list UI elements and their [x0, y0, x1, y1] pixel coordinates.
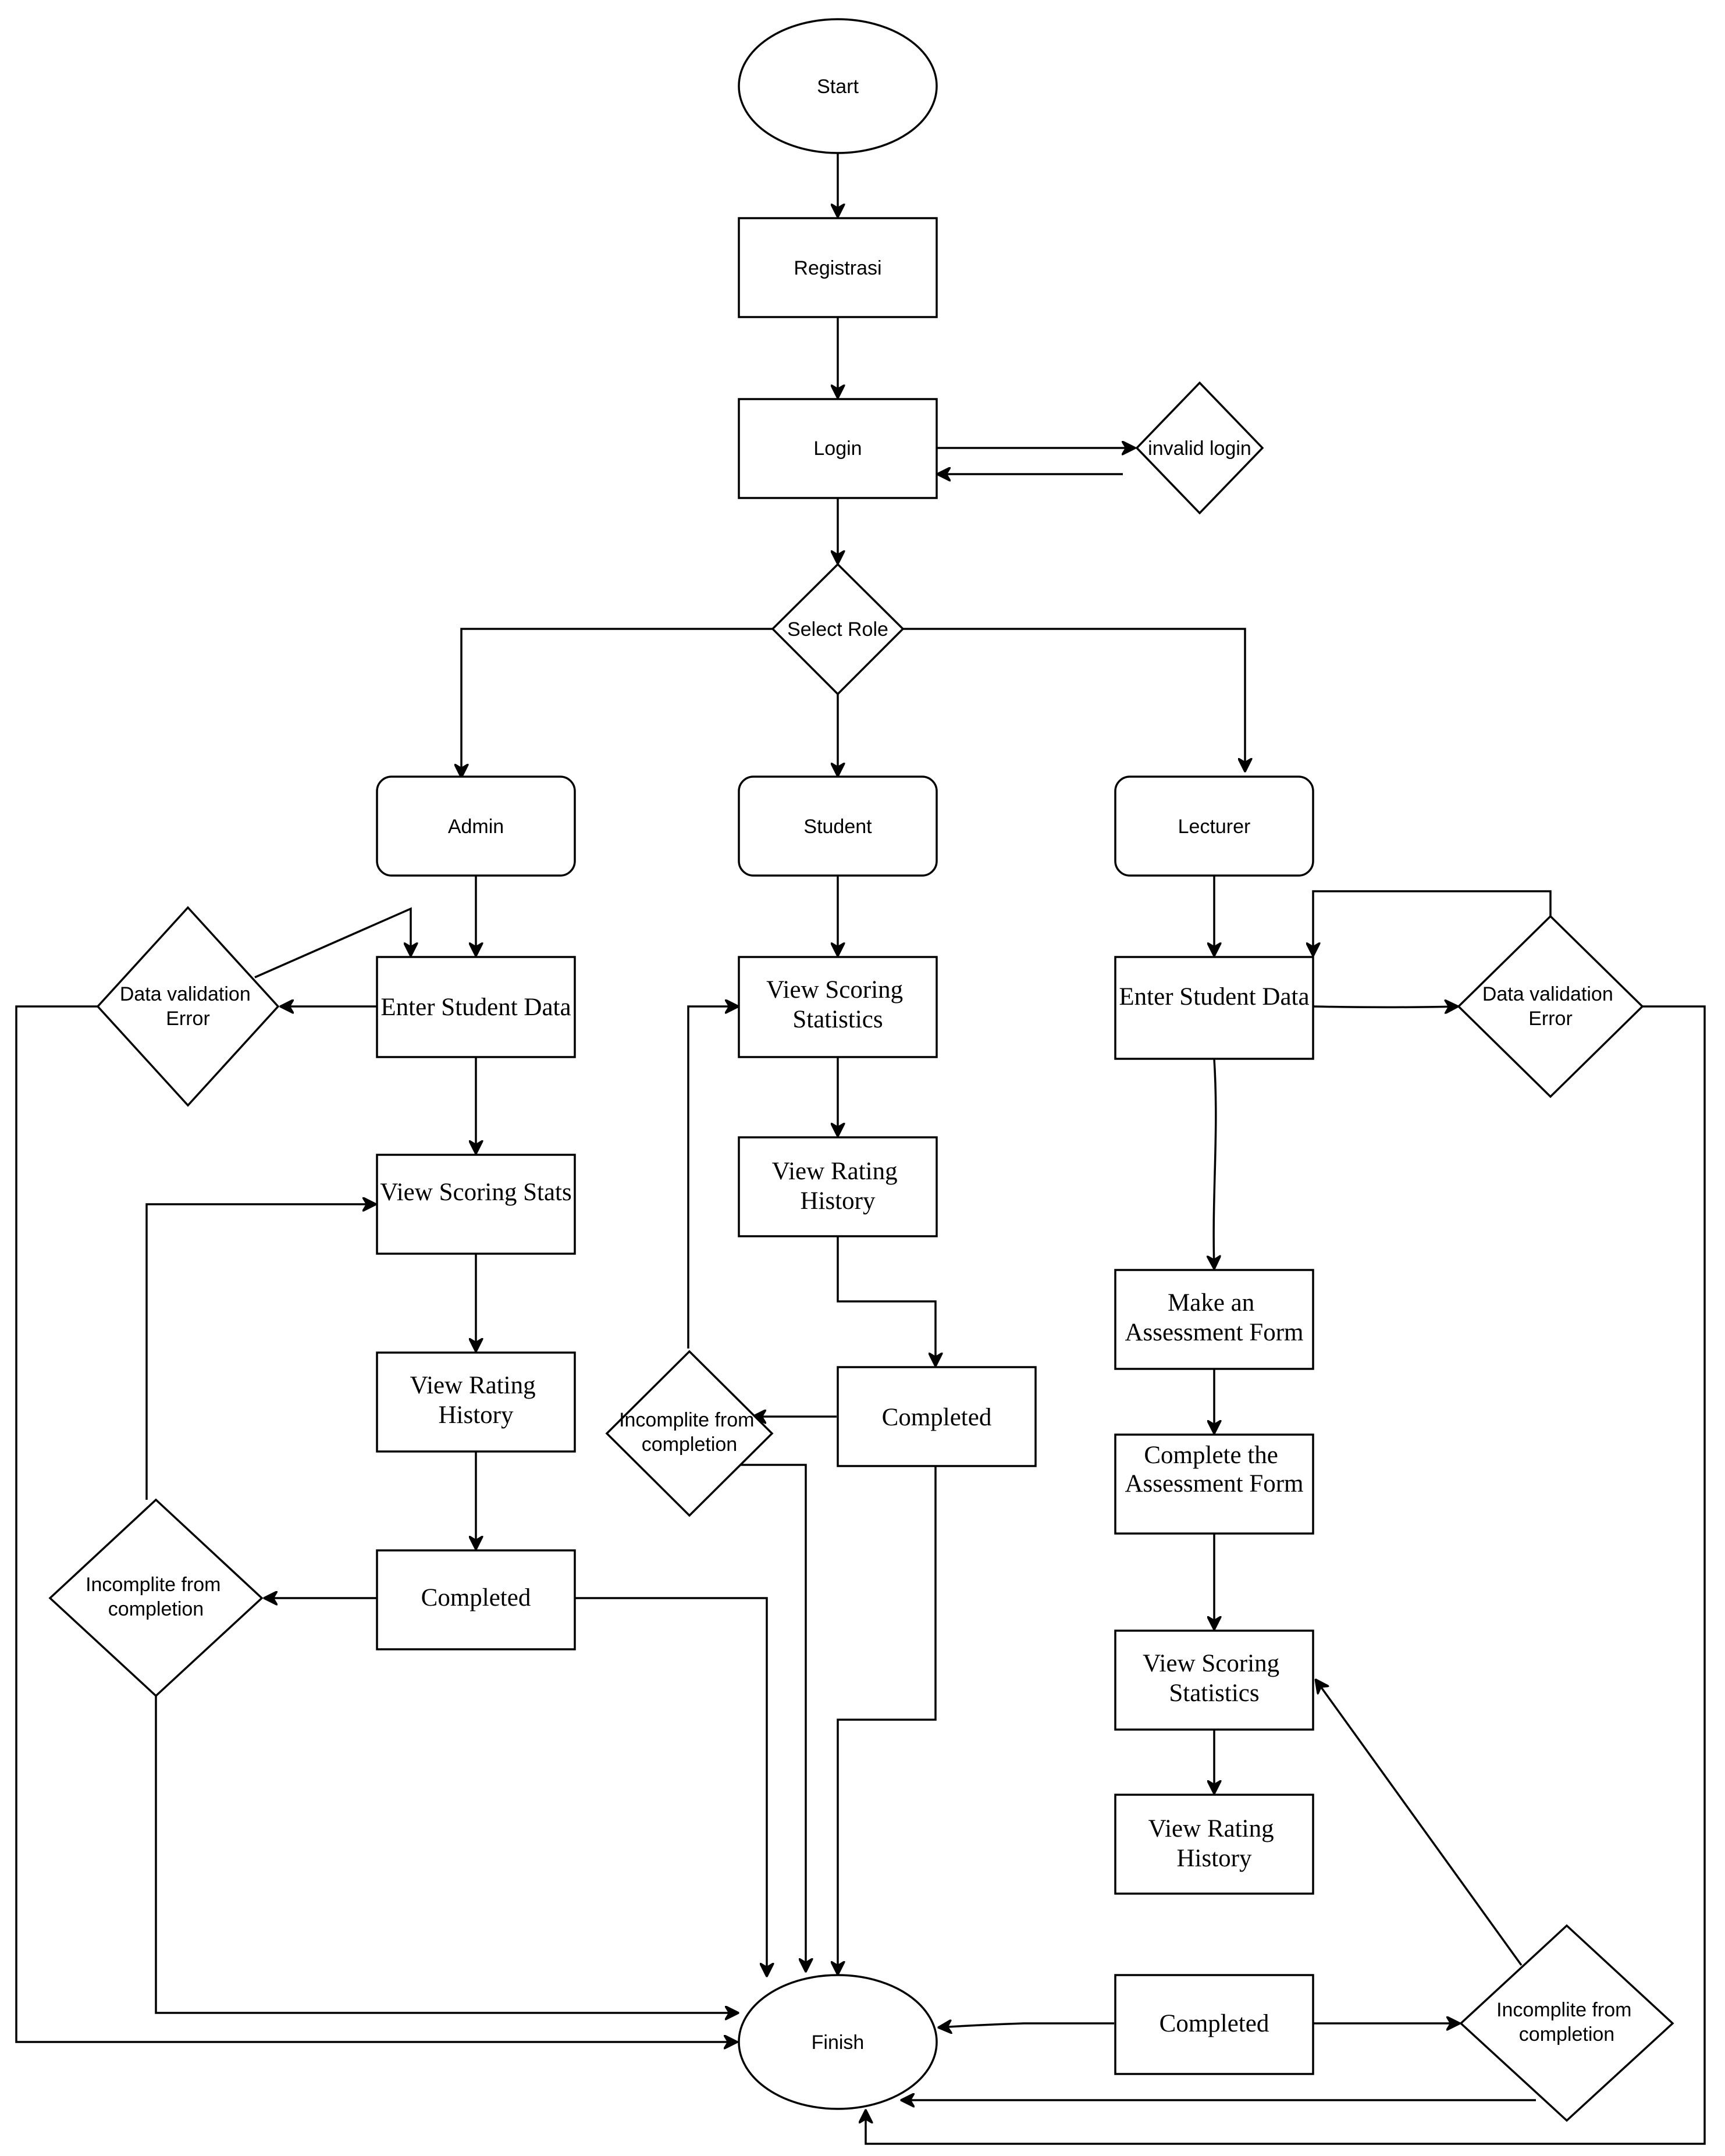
edge-admin-incomplete-to-scoring-stats [145, 1204, 375, 1500]
edge-lecturer-incomplete-to-scoring-stats [1316, 1680, 1523, 1966]
lecturer-incomplete-line2: completion [1519, 2023, 1614, 2045]
lecturer-complete-form-node: Complete the Assessment Form [1114, 1433, 1314, 1535]
svg-text:Complete the Assessment: Complete the Assessment Form [1125, 1442, 1304, 1497]
svg-text:Data validation Error: Data validation Error [1482, 983, 1619, 1030]
admin-incomplete-node: Incomplite from completion [48, 1498, 264, 1698]
edge-lecturer-enter-data-to-make-form [1214, 1058, 1216, 1268]
admin-enter-data-label: Enter Student Data [380, 994, 571, 1021]
student-completed-node: Completed [837, 1366, 1037, 1467]
student-scoring-stats-line2: Statistics [792, 1006, 883, 1033]
svg-text:Incomplite from completi: Incomplite from completion [86, 1574, 226, 1620]
edge-student-rating-history-to-completed [837, 1236, 936, 1365]
select-role-node: Select Role [771, 563, 905, 696]
admin-scoring-stats-node: View Scoring Stats [376, 1154, 576, 1255]
edge-admin-incomplete-to-finish [155, 1696, 738, 2013]
lecturer-scoring-stats-line1: View Scoring [1143, 1650, 1279, 1677]
invalid-login-node: invalid login [1135, 381, 1264, 515]
lecturer-label: Lecturer [1178, 816, 1251, 838]
lecturer-scoring-stats-node: View Scoring Statistics [1114, 1630, 1314, 1731]
registrasi-node: Registrasi [738, 217, 938, 318]
admin-rating-history-line2: History [439, 1401, 514, 1429]
svg-text:Data validation Error: Data validation Error [120, 983, 256, 1030]
admin-validation-error-node: Data validation Error [96, 906, 280, 1107]
lecturer-completed-label: Completed [1160, 2010, 1269, 2037]
start-node: Start [738, 18, 938, 154]
svg-text:View Rating History: View Rating History [772, 1158, 904, 1215]
lecturer-make-form-line2: Assessment Form [1125, 1319, 1304, 1346]
svg-text:Incomplite from completi: Incomplite from completion [1496, 1999, 1637, 2045]
svg-text:Incomplite from completi: Incomplite from completion [619, 1409, 760, 1456]
admin-completed-node: Completed [376, 1549, 576, 1650]
lecturer-make-form-line1: Make an [1168, 1289, 1254, 1317]
lecturer-make-form-node: Make an Assessment Form [1114, 1269, 1314, 1370]
lecturer-incomplete-node: Incomplite from completion [1459, 1924, 1674, 2122]
admin-validation-error-line1: Data validation [120, 983, 251, 1005]
lecturer-complete-form-line2: Assessment Form [1125, 1470, 1304, 1497]
admin-node: Admin [376, 775, 576, 877]
student-completed-label: Completed [882, 1404, 992, 1431]
admin-incomplete-line1: Incomplite from [86, 1574, 220, 1596]
lecturer-enter-data-node: Enter Student Data [1114, 956, 1314, 1060]
edge-select-role-to-lecturer [903, 628, 1245, 771]
svg-text:View Rating History: View Rating History [1148, 1815, 1281, 1872]
edge-select-role-to-admin [461, 628, 773, 777]
student-rating-history-node: View Rating History [738, 1136, 938, 1237]
svg-text:Make an Assessment Form: Make an Assessment Form [1125, 1289, 1304, 1346]
lecturer-node: Lecturer [1114, 775, 1314, 877]
svg-text:View Rating History: View Rating History [410, 1372, 542, 1429]
admin-scoring-stats-label: View Scoring Stats [380, 1179, 571, 1206]
finish-label: Finish [812, 2032, 865, 2054]
admin-label: Admin [448, 816, 504, 838]
lecturer-scoring-stats-line2: Statistics [1169, 1680, 1259, 1707]
admin-enter-data-node: Enter Student Data [376, 956, 576, 1058]
edge-student-incomplete-to-scoring-stats [687, 1006, 738, 1349]
student-scoring-stats-line1: View Scoring [766, 976, 903, 1004]
edge-student-completed-to-finish [838, 1466, 937, 1974]
lecturer-complete-form-line1: Complete the [1144, 1442, 1278, 1469]
edge-lecturer-validation-error-to-finish [866, 1005, 1706, 2145]
student-node: Student [738, 775, 938, 877]
select-role-label: Select Role [787, 618, 888, 641]
svg-text:View Scoring Statistics: View Scoring Statistics [1143, 1650, 1286, 1707]
admin-validation-error-line2: Error [166, 1008, 210, 1030]
student-rating-history-line2: History [801, 1187, 876, 1215]
edge-lecturer-enter-data-to-validation-error [1313, 1006, 1457, 1008]
lecturer-validation-error-node: Data validation Error [1457, 915, 1644, 1098]
edges [15, 153, 1706, 2145]
admin-completed-label: Completed [421, 1584, 531, 1611]
student-scoring-stats-node: View Scoring Statistics [738, 956, 938, 1058]
student-incomplete-line2: completion [642, 1433, 737, 1456]
student-incomplete-node: Incomplite from completion [605, 1350, 774, 1517]
login-label: Login [813, 437, 862, 460]
login-node: Login [738, 398, 938, 499]
student-rating-history-line1: View Rating [772, 1158, 898, 1185]
lecturer-rating-history-line1: View Rating [1148, 1815, 1274, 1842]
edge-lecturer-validation-error-to-enter-data [1313, 890, 1552, 955]
lecturer-validation-error-line1: Data validation [1482, 983, 1613, 1005]
student-label: Student [803, 816, 872, 838]
lecturer-validation-error-line2: Error [1528, 1008, 1573, 1030]
lecturer-incomplete-line1: Incomplite from [1496, 1999, 1631, 2021]
finish-node: Finish [738, 1974, 938, 2110]
lecturer-rating-history-line2: History [1177, 1845, 1253, 1872]
lecturer-rating-history-node: View Rating History [1114, 1794, 1314, 1895]
svg-text:View Scoring Statistics: View Scoring Statistics [766, 976, 909, 1033]
edge-lecturer-completed-to-finish [939, 2023, 1114, 2027]
admin-rating-history-node: View Rating History [376, 1351, 576, 1453]
registrasi-label: Registrasi [794, 257, 881, 279]
edge-admin-validation-error-to-finish [15, 1005, 737, 2042]
edge-student-incomplete-to-finish [741, 1464, 806, 1971]
edge-admin-validation-error-to-enter-data [254, 907, 411, 979]
student-incomplete-line1: Incomplite from [619, 1409, 754, 1431]
edge-admin-completed-to-finish [575, 1597, 767, 1976]
lecturer-completed-node: Completed [1114, 1974, 1314, 2075]
lecturer-enter-data-label: Enter Student Data [1119, 983, 1309, 1011]
admin-incomplete-line2: completion [108, 1598, 204, 1620]
admin-rating-history-line1: View Rating [410, 1372, 536, 1399]
start-label: Start [817, 76, 859, 98]
invalid-login-label: invalid login [1148, 437, 1251, 460]
